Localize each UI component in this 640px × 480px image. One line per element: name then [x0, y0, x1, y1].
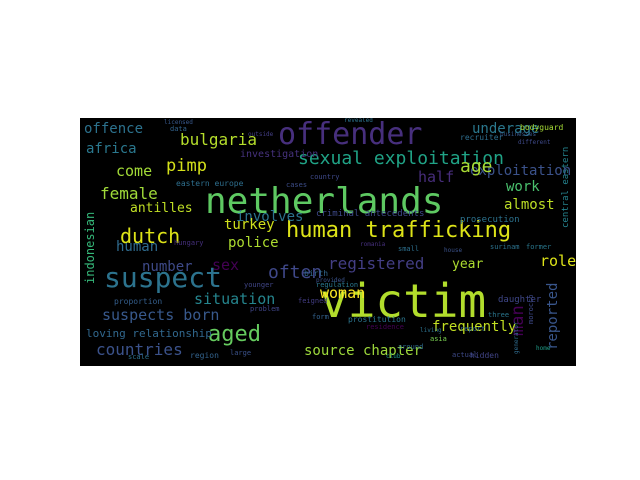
word-outside: outside	[248, 131, 274, 138]
word-provided: provided	[316, 277, 345, 284]
word-suspect: suspect	[104, 261, 223, 294]
word-living: living	[420, 327, 442, 334]
word-aged: aged	[208, 322, 261, 347]
word-licensed: licensed	[164, 119, 193, 126]
word-age: age	[460, 156, 493, 177]
word-residence: residence	[366, 323, 404, 331]
word-work: work	[506, 179, 540, 195]
word-revealed: revealed	[344, 118, 373, 124]
word-reported: reported	[545, 282, 561, 350]
word-police: police	[228, 235, 279, 251]
word-prosecution: prosecution	[460, 215, 520, 225]
word-small: small	[398, 245, 420, 253]
word-offender: offender	[278, 118, 423, 152]
word-victim: victim	[320, 274, 487, 328]
word-asia: asia	[430, 335, 447, 343]
word-netherlands: netherlands	[205, 181, 444, 222]
word-frequently: frequently	[432, 319, 517, 335]
word-regulation: regulation	[316, 281, 359, 289]
word-younger: younger	[244, 281, 274, 289]
word-region: region	[190, 351, 219, 360]
word-different: different	[518, 139, 551, 146]
word-criminal-antecedents: criminal antecedents	[316, 209, 425, 219]
word-year: year	[452, 257, 484, 272]
word-turkey: turkey	[224, 217, 275, 233]
word-problem: problem	[250, 305, 280, 313]
word-feigned: feigned	[298, 297, 328, 305]
word-hungary: hungary	[174, 239, 204, 247]
word-generator: generator	[513, 321, 520, 354]
word-data: data	[170, 125, 187, 133]
word-pimp: pimp	[166, 156, 207, 176]
word-human-trafficking: human trafficking	[286, 218, 512, 243]
word-house: house	[444, 247, 463, 254]
word-involves: involves	[236, 209, 304, 225]
word-come: come	[116, 162, 153, 180]
word-large: large	[230, 349, 252, 357]
word-exploitation: exploitation	[470, 163, 572, 179]
word-human: human	[116, 239, 159, 255]
word-sexual-exploitation: sexual exploitation	[298, 148, 504, 169]
word-surinam-former: surinam	[490, 243, 520, 251]
word-number: number	[142, 259, 193, 275]
word-proportion: proportion	[114, 297, 163, 306]
word-club: club	[386, 353, 401, 360]
word-around: around	[398, 343, 424, 351]
word-romania: romania	[360, 241, 386, 248]
word-woman: woman	[320, 284, 366, 302]
word-bodyguard: bodyguard	[520, 123, 564, 132]
word-almost: almost	[504, 197, 555, 213]
word-daughter: daughter	[498, 295, 542, 305]
word-africa: africa	[86, 141, 137, 157]
word-offence: offence	[84, 121, 144, 137]
word-suspects-born: suspects born	[102, 306, 220, 324]
word-central-eastern: central eastern	[561, 146, 571, 228]
word-three: three	[488, 311, 510, 319]
word-eastern-europe: eastern europe	[176, 179, 244, 188]
word-former: former	[526, 243, 552, 251]
word-antilles: antilles	[130, 201, 193, 216]
word-loving-relationship: loving relationship	[86, 327, 212, 340]
word-indonesian: indonesian	[83, 211, 97, 284]
word-half: half	[418, 168, 455, 186]
word-situation: situation	[194, 290, 276, 308]
word-underage: underage	[472, 121, 540, 137]
word-investigation: investigation	[240, 149, 319, 160]
word-dutch: dutch	[120, 224, 181, 248]
word-hidden: hidden	[470, 351, 499, 360]
word-countries: countries	[96, 340, 183, 359]
word-registered: registered	[328, 254, 425, 273]
word-cloud: victim netherlands offender human traffi…	[80, 118, 576, 366]
word-bulgaria: bulgaria	[180, 130, 258, 149]
word-source-chapter: source chapter	[304, 343, 423, 359]
word-recruiter: recruiter	[460, 133, 504, 142]
word-report: report	[460, 325, 486, 333]
word-cases: cases	[286, 181, 308, 189]
word-role: role	[540, 252, 576, 270]
word-sex: sex	[212, 256, 240, 274]
word-actual: actual	[452, 351, 478, 359]
word-morocco: morocco	[527, 294, 535, 324]
word-businesses: businesses	[500, 131, 537, 138]
word-female: female	[100, 184, 158, 203]
word-country: country	[310, 173, 340, 181]
word-birth: birth	[304, 269, 329, 278]
word-form: form	[312, 313, 329, 321]
word-often: often	[268, 262, 323, 283]
word-home: home	[536, 345, 551, 352]
word-prostitution: prostitution	[348, 315, 406, 324]
word-scale: scale	[128, 353, 150, 361]
